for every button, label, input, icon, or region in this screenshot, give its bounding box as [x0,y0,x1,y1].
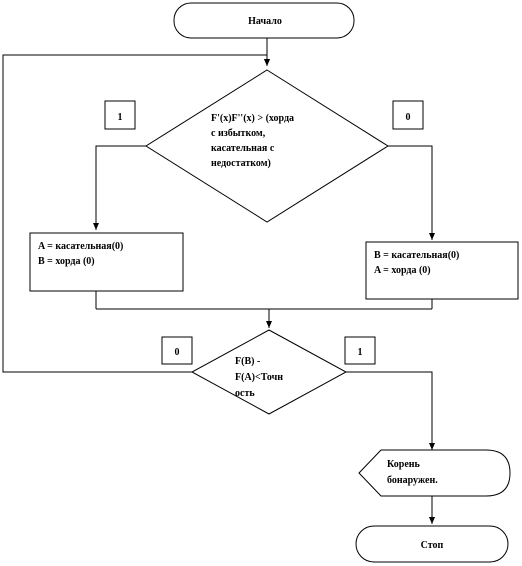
decision2-line: F(B) - [235,356,260,367]
process-right-line: A = хорда (0) [374,265,431,276]
decision2-line: F(A)<Точн [235,372,283,383]
process-right-line: B = касательная(0) [374,250,459,261]
process-left-line: B = хорда (0) [38,256,95,267]
label-d2-no: 0 [175,347,180,358]
stop-terminator [355,525,509,563]
process-left-box [29,232,184,292]
label-d1-yes: 1 [118,112,123,123]
output-line: Корень [387,459,421,470]
process-left-line: A = касательная(0) [38,241,123,252]
decision2-text: F(B) - F(A)<Точн ость [235,356,286,399]
output-text: Корень бонаружен. [387,459,438,486]
output-line: бонаружен. [387,475,438,486]
decision1-line: касательная с [211,143,275,154]
process-left-text: A = касательная(0) B = хорда (0) [38,241,126,267]
start-terminator [173,2,355,39]
process-right-box [365,241,519,300]
stop-label: Стоп [421,540,444,551]
process-right-text: B = касательная(0) A = хорда (0) [374,250,462,276]
connector-loop-back [2,54,267,373]
decision1-line: с избытком, [211,128,266,139]
label-box-d2-yes [344,336,376,365]
label-box-d1-yes [104,100,136,130]
label-d2-yes: 1 [358,347,363,358]
decision2-line: ость [235,388,255,399]
connector-d1-yes [93,145,146,230]
label-box-d1-no [392,100,424,130]
decision1-text: F'(x)F''(x) > (хорда с избытком, касател… [211,113,297,169]
decision2-diamond [190,329,348,415]
decision1-line: недостатком) [211,158,271,169]
connector-d1-no [388,145,435,240]
label-d1-no: 0 [406,112,411,123]
decision1-line: F'(x)F''(x) > (хорда [211,113,294,124]
decision1-diamond [145,69,389,223]
connector-d2-yes [346,371,435,450]
start-label: Начало [248,16,282,27]
output-display [358,449,511,497]
label-box-d2-no [161,336,193,365]
